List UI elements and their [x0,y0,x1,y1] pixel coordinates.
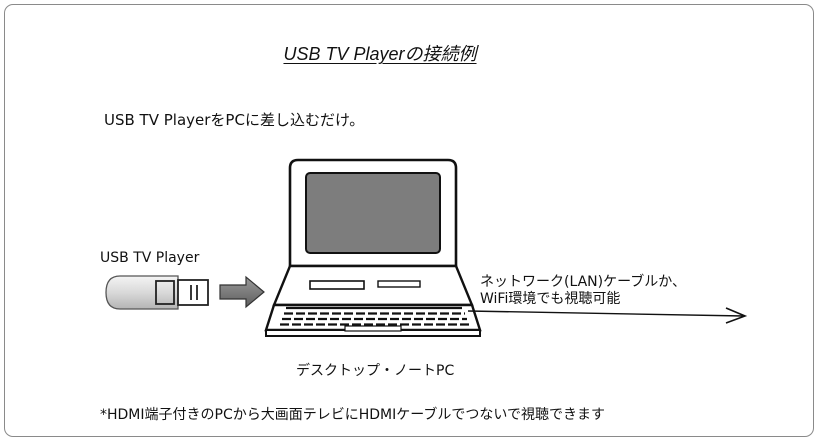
network-label-line2: WiFi環境でも視聴可能 [480,291,621,307]
usb-device-label: USB TV Player [100,250,200,266]
diagram-title: USB TV Playerの接続例 [283,44,477,64]
pc-label: デスクトップ・ノートPC [296,363,455,379]
insert-arrow-icon [219,275,265,309]
diagram-frame [4,4,814,437]
laptop-icon [264,158,482,337]
network-label: ネットワーク(LAN)ケーブルか、 WiFi環境でも視聴可能 [480,274,686,308]
network-label-line1: ネットワーク(LAN)ケーブルか、 [480,274,686,290]
network-arrow-icon [467,307,748,324]
footnote: *HDMI端子付きのPCから大画面テレビにHDMIケーブルでつないで視聴できます [100,407,605,423]
intro-text: USB TV PlayerをPCに差し込むだけ。 [104,111,365,129]
usb-stick-icon [105,275,209,310]
